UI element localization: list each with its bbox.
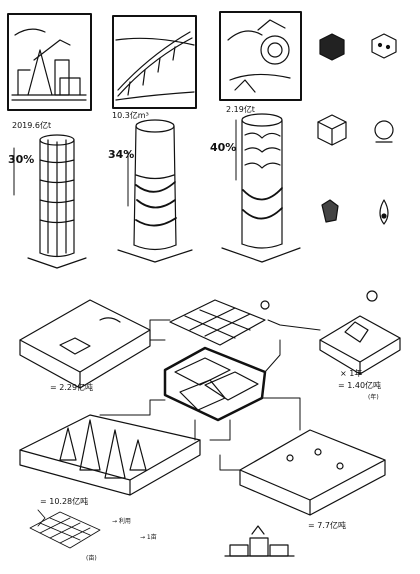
label-multiplier: × 1年	[340, 369, 363, 378]
block-plaza	[169, 299, 270, 346]
legend-grid	[29, 509, 101, 549]
block-forest	[19, 414, 201, 496]
block-rocky	[239, 429, 386, 516]
label-value-right-mid-sub: (年)	[368, 394, 379, 401]
cylinder-right	[221, 113, 301, 263]
cylinder-left	[13, 134, 87, 269]
panel-oil-pump	[7, 13, 92, 111]
label-value-right-mid: = 1.40亿吨	[338, 381, 382, 390]
icon-cube-dark	[319, 33, 345, 61]
label-legend-bracket: → 1亩	[140, 534, 157, 541]
icon-drop	[379, 199, 389, 225]
label-panel2-value: 10.3亿m³	[112, 111, 149, 120]
label-pct-right: 40%	[210, 141, 237, 154]
panel-mine	[219, 11, 302, 101]
label-pct-left: 30%	[8, 153, 35, 166]
block-factory	[319, 290, 401, 375]
label-value-left-bottom: = 10.28亿吨	[40, 497, 89, 506]
cylinder-mid	[117, 119, 193, 263]
block-village	[19, 299, 151, 389]
label-panel3-value: 2.19亿t	[226, 105, 255, 114]
label-value-right-bottom: = 7.7亿吨	[308, 521, 346, 530]
icon-cluster	[321, 199, 339, 223]
block-central-farmland	[163, 346, 267, 422]
label-legend-arrow: → 利用	[112, 518, 131, 525]
icon-cube-light	[317, 114, 347, 146]
panel-pipeline	[112, 15, 197, 109]
label-pct-mid: 34%	[108, 148, 135, 161]
label-panel1-value: 2019.6亿t	[12, 121, 52, 130]
connector-lines	[99, 319, 321, 471]
podium	[224, 525, 295, 557]
label-value-left-mid: = 2.29亿吨	[50, 383, 94, 392]
icon-orb	[374, 120, 394, 143]
label-legend-note: (亩)	[86, 555, 97, 562]
icon-cube-dots	[371, 33, 397, 59]
